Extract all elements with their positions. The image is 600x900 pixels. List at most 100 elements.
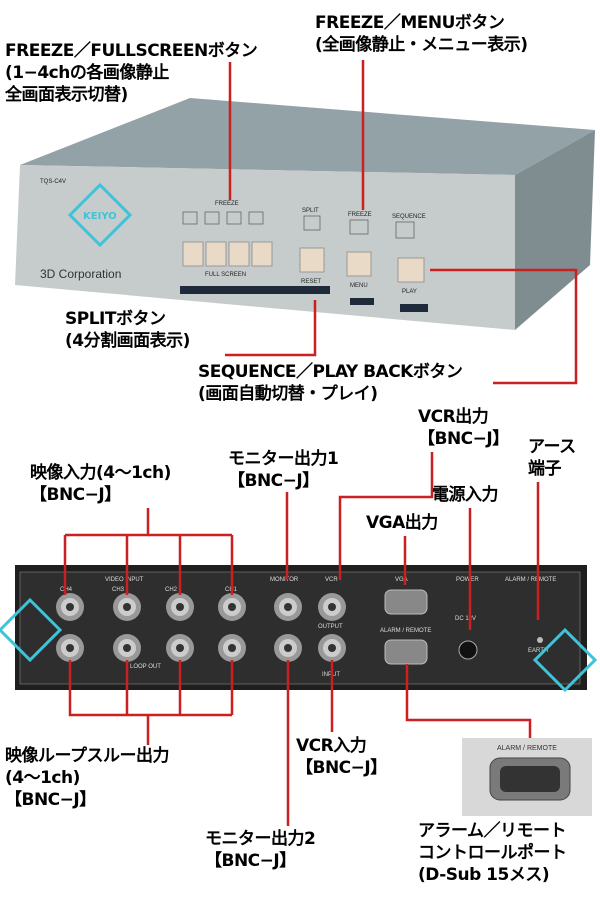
callout-line: (画面自動切替・プレイ) [198, 384, 378, 404]
vcr-label: VCR [325, 577, 338, 583]
callout-split: SPLITボタン (4分割画面表示) [65, 308, 190, 352]
callout-line: モニター出力2 [205, 829, 316, 849]
callout-earth: アース 端子 [528, 436, 576, 480]
callout-line: 【BNC−J】 [205, 851, 296, 871]
callout-power-in: 電源入力 [432, 484, 499, 506]
ch3-label: CH3 [112, 587, 125, 593]
front-device: TQS-C4V 3D Corporation FREEZE SPLIT FREE… [15, 98, 595, 330]
power-jack[interactable] [458, 640, 478, 660]
earth-terminal[interactable] [537, 637, 543, 643]
loop-out-label: LOOP OUT [130, 664, 161, 670]
callout-video-in: 映像入力(4〜1ch) 【BNC−J】 [30, 462, 171, 506]
play-label: PLAY [402, 289, 417, 295]
callout-line: 【BNC−J】 [5, 790, 96, 810]
callout-alarm-remote: アラーム／リモート コントロールポート (D-Sub 15メス) [418, 820, 567, 886]
keiyo-logo [532, 627, 598, 693]
split-button[interactable] [299, 247, 325, 273]
vga-port[interactable] [384, 589, 428, 615]
dsub-inset: ALARM / REMOTE [462, 738, 592, 816]
menu-indicator [350, 298, 374, 305]
model-label: TQS-C4V [40, 179, 66, 185]
callout-line: アース [528, 437, 576, 457]
menu-label: MENU [350, 283, 368, 289]
callout-line: FREEZE／FULLSCREENボタン [5, 41, 258, 61]
bnc-connector[interactable] [228, 644, 236, 652]
callout-line: 映像入力(4〜1ch) [30, 463, 171, 483]
callout-line: モニター出力1 [228, 449, 339, 469]
callout-line: 【BNC−J】 [228, 471, 319, 491]
indicator-strip [180, 286, 330, 294]
bnc-connector[interactable] [284, 644, 292, 652]
brand-label: 3D Corporation [40, 267, 121, 281]
full-screen-label: FULL SCREEN [205, 272, 246, 278]
sequence-label: SEQUENCE [392, 214, 426, 220]
alarm-remote-label-2: ALARM / REMOTE [505, 577, 556, 583]
fullscreen-buttons[interactable] [182, 241, 273, 267]
callout-line: (全画像静止・メニュー表示) [315, 35, 528, 55]
power-label: POWER [456, 577, 479, 583]
bnc-connector[interactable] [66, 603, 74, 611]
play-button[interactable] [397, 257, 425, 283]
bnc-connector[interactable] [284, 603, 292, 611]
bnc-connector[interactable] [123, 603, 131, 611]
split-label: SPLIT [302, 208, 319, 214]
reset-label: RESET [301, 279, 321, 285]
bnc-connector[interactable] [123, 644, 131, 652]
leader-lines [63, 60, 578, 826]
callout-loop-out: 映像ループスルー出力 (4〜1ch) 【BNC−J】 [5, 745, 169, 811]
bnc-connector[interactable] [66, 644, 74, 652]
callout-line: (D-Sub 15メス) [418, 865, 550, 885]
keiyo-logo [0, 597, 63, 663]
callout-line: (4〜1ch) [5, 768, 80, 788]
output-label: OUTPUT [318, 624, 343, 630]
callout-sequence: SEQUENCE／PLAY BACKボタン (画面自動切替・プレイ) [198, 361, 463, 405]
callout-line: 全画面表示切替) [5, 85, 128, 105]
callout-freeze-menu: FREEZE／MENUボタン (全画像静止・メニュー表示) [315, 12, 528, 56]
callout-line: コントロールポート [418, 843, 567, 863]
leader-alarm-remote [405, 664, 532, 738]
leader-video-in [63, 508, 234, 595]
callout-line: VGA出力 [366, 513, 438, 533]
callout-line: (4分割画面表示) [65, 331, 190, 351]
earth-label: EARTH [528, 648, 548, 654]
callout-line: VCR出力 [418, 407, 489, 427]
callout-line: アラーム／リモート [418, 821, 566, 841]
leader-split [225, 300, 317, 357]
bnc-connectors [56, 593, 346, 662]
bnc-connector[interactable] [176, 644, 184, 652]
alarm-remote-port[interactable] [384, 639, 428, 665]
monitor-label: MONITOR [270, 577, 299, 583]
play-indicator [400, 304, 428, 312]
callout-line: 映像ループスルー出力 [5, 746, 169, 766]
ch4-label: CH4 [60, 587, 73, 593]
vga-label: VGA [395, 577, 408, 583]
bnc-connector[interactable] [176, 603, 184, 611]
callout-vga-out: VGA出力 [366, 512, 438, 534]
callout-line: FREEZE／MENUボタン [315, 13, 505, 33]
callout-line: VCR入力 [296, 736, 367, 756]
rear-panel [19, 571, 581, 685]
callout-line: (1−4chの各画像静止 [5, 63, 169, 83]
callout-monitor-out1: モニター出力1 【BNC−J】 [228, 448, 339, 492]
callout-line: 電源入力 [432, 485, 499, 505]
keiyo-logo: KEIYO [67, 182, 133, 248]
video-input-label: VIDEO INPUT [105, 577, 144, 583]
callout-monitor-out2: モニター出力2 【BNC−J】 [205, 828, 316, 872]
dc-label: DC 12V [455, 616, 476, 622]
bnc-connector[interactable] [228, 603, 236, 611]
front-device-top [20, 98, 595, 175]
menu-button[interactable] [346, 251, 372, 277]
freeze-menu-label: FREEZE [348, 212, 372, 218]
callout-line: 端子 [528, 459, 561, 479]
freeze-icons [182, 211, 415, 239]
leader-vcr-out [338, 452, 434, 580]
callout-freeze-fullscreen: FREEZE／FULLSCREENボタン (1−4chの各画像静止 全画面表示切… [5, 40, 258, 106]
callout-line: 【BNC−J】 [30, 485, 121, 505]
rear-device: VIDEO INPUT CH4 CH3 CH2 CH1 MONITOR VCR … [15, 565, 587, 690]
bnc-connector[interactable] [328, 603, 336, 611]
keiyo-watermarks: KEIYO [0, 182, 598, 693]
leader-sequence [430, 268, 578, 385]
bnc-connector[interactable] [328, 644, 336, 652]
